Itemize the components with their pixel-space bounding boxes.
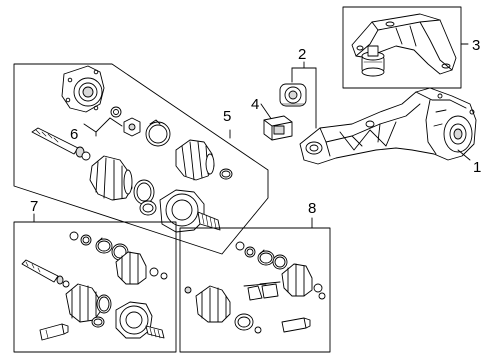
band-7c[interactable] <box>96 294 112 314</box>
group-box-5: 5 6 <box>13 63 269 255</box>
lock-nut[interactable] <box>123 117 141 137</box>
grease-tube-7[interactable] <box>39 323 69 341</box>
band-7d[interactable] <box>91 316 105 328</box>
mount-bushing[interactable] <box>361 45 385 77</box>
callout-6: 6 <box>70 126 78 143</box>
callout-1: 1 <box>473 159 481 176</box>
cv-joint-7[interactable] <box>115 301 165 339</box>
boot-band-2[interactable] <box>139 200 157 216</box>
boot-7-outer[interactable] <box>115 251 147 285</box>
band-7-small[interactable] <box>149 267 159 277</box>
stopper-part[interactable] <box>263 115 293 141</box>
group-box-7: 7 <box>13 198 177 353</box>
axle-flange-hub[interactable] <box>61 65 105 113</box>
callout-5: 5 <box>223 108 231 125</box>
boot-band-1[interactable] <box>133 179 155 205</box>
snap-ring-small[interactable] <box>110 106 122 118</box>
bolt-8[interactable] <box>184 286 192 294</box>
cv-boot-outer[interactable] <box>175 139 215 181</box>
callout-4-leader: 4 <box>251 96 273 121</box>
ring-8c[interactable] <box>313 283 323 293</box>
cv-boot-inner[interactable] <box>89 155 133 201</box>
boot-8-left[interactable] <box>195 285 231 323</box>
boot-clamp-large[interactable] <box>145 119 171 147</box>
callout-2: 2 <box>298 46 306 63</box>
shaft-7[interactable] <box>21 259 64 285</box>
boot-7-inner[interactable] <box>65 283 101 323</box>
band-7-tiny[interactable] <box>160 272 168 280</box>
ring-8e[interactable] <box>254 326 262 334</box>
snap-ring-7a[interactable] <box>69 231 79 241</box>
callout-2-leader: 2 <box>291 46 317 129</box>
callout-1-leader: 1 <box>457 149 481 176</box>
clamp-8a[interactable] <box>257 249 275 266</box>
callout-6-leader: 6 <box>70 117 123 143</box>
boot-8-right[interactable] <box>281 263 313 297</box>
snap-ring-7b[interactable] <box>80 234 92 246</box>
clamp-8b[interactable] <box>272 254 288 270</box>
mount-bushing-2[interactable] <box>279 83 307 107</box>
grease-tube-8c[interactable] <box>281 317 311 333</box>
callout-7: 7 <box>30 198 38 215</box>
grease-tube-8a[interactable] <box>243 283 267 301</box>
outer-cv-joint[interactable] <box>159 189 221 233</box>
group-box-3: 3 <box>342 6 480 89</box>
group-box-8: 8 <box>179 200 331 353</box>
clamp-7a[interactable] <box>95 237 113 254</box>
ring-8a[interactable] <box>235 241 245 251</box>
ring-8b[interactable] <box>244 246 256 258</box>
boot-clamp-small[interactable] <box>219 168 233 180</box>
band-8e[interactable] <box>234 313 254 331</box>
callout-8: 8 <box>308 200 316 217</box>
callout-4: 4 <box>251 96 259 113</box>
rear-differential-carrier[interactable] <box>299 87 477 165</box>
callout-3: 3 <box>472 37 480 54</box>
grease-tube-8b[interactable] <box>259 281 281 299</box>
ring-8d[interactable] <box>318 292 326 300</box>
snap-ring-inner[interactable] <box>81 151 91 161</box>
ring-7-inner[interactable] <box>62 280 70 288</box>
